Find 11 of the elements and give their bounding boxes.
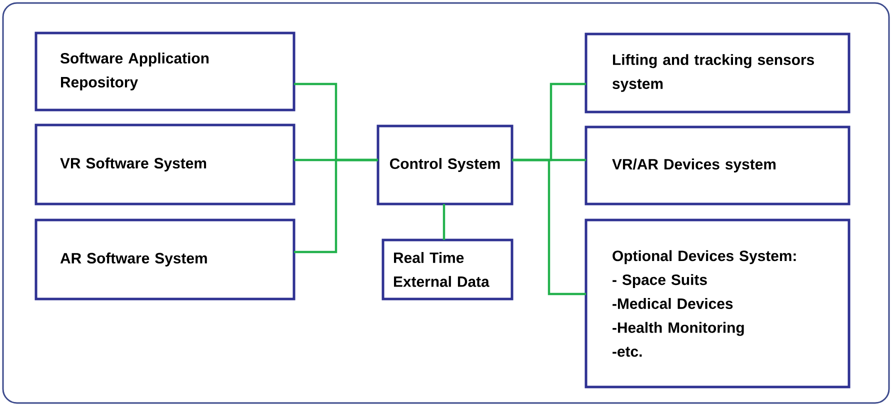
connector-line — [294, 158, 378, 254]
system-box: Lifting and tracking sensors system — [584, 32, 850, 114]
system-box: Real Time External Data — [382, 238, 514, 300]
system-box: Optional Devices System: - Space Suits -Medical Devices -Health Monitoring -etc. — [584, 218, 850, 388]
system-box: AR Software System — [34, 218, 296, 300]
system-box: Software Application Repository — [34, 32, 296, 112]
connector-line — [512, 158, 586, 296]
system-box: VR/AR Devices system — [584, 126, 850, 206]
system-box: Control System — [376, 124, 514, 206]
connector-line — [442, 204, 446, 240]
system-box: VR Software System — [34, 124, 296, 206]
